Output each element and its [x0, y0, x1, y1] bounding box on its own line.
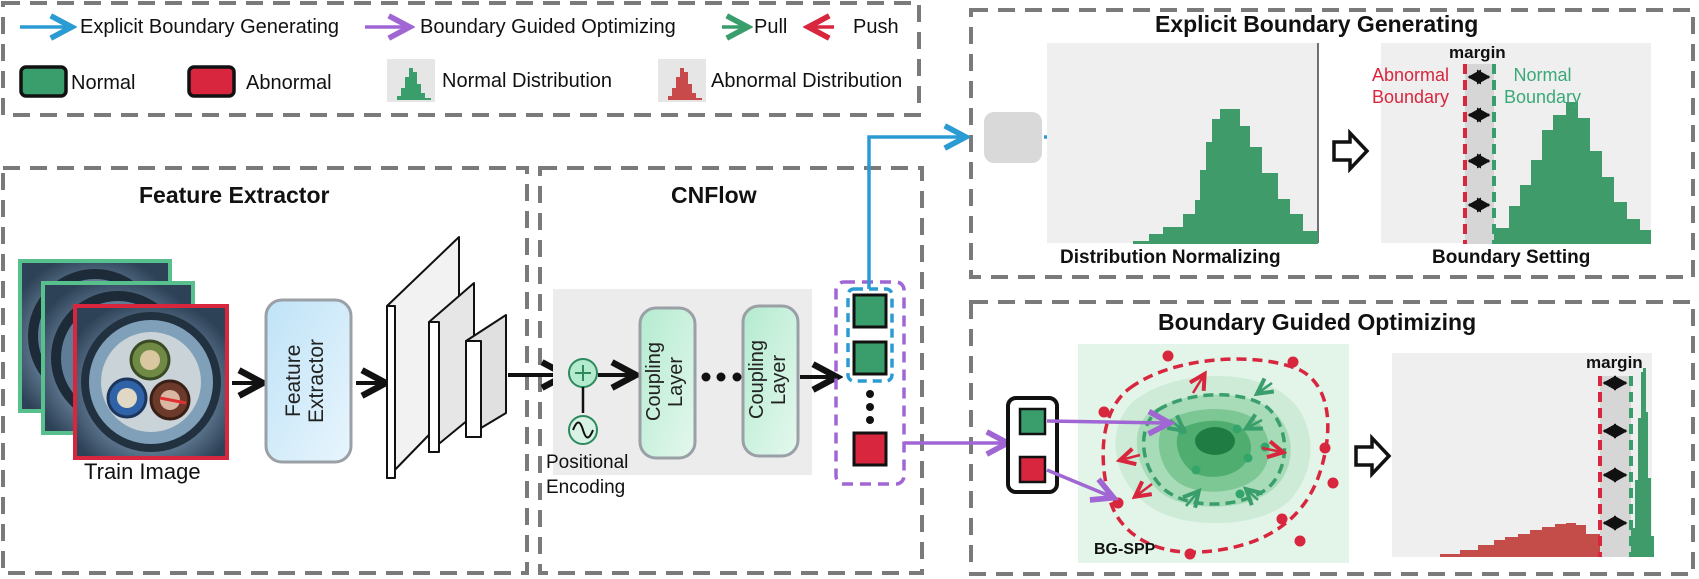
- legend-push: Push: [853, 16, 899, 38]
- pair-abnormal-feature: [1018, 455, 1047, 484]
- output-normal-feature-1: [852, 293, 888, 329]
- abnormal-square-icon: [187, 65, 236, 98]
- margin-label: margin: [1449, 43, 1506, 62]
- legend-panel: [1, 1, 921, 117]
- coupling-layer-2: [741, 304, 800, 458]
- legend-explicit-boundary-generating: Explicit Boundary Generating: [80, 16, 340, 38]
- feature-extractor-line2: Extractor: [305, 338, 329, 424]
- normal-boundary-line2: Boundary: [1504, 86, 1582, 107]
- boundary-setting-caption: Boundary Setting: [1432, 247, 1591, 268]
- normal-boundary-line1: Normal: [1513, 65, 1572, 85]
- distribution-normalizing-caption: Distribution Normalizing: [1060, 247, 1281, 268]
- legend-boundary-guided-optimizing: Boundary Guided Optimizing: [420, 16, 676, 38]
- abnormal-histogram: [1440, 523, 1600, 557]
- abnormal-boundary-line2: Boundary: [1372, 86, 1450, 107]
- train-image-caption: Train Image: [84, 459, 201, 484]
- abnormal-boundary-label: Abnormal Boundary: [1372, 65, 1449, 109]
- positional-line2: Encoding: [546, 476, 626, 498]
- hollow-arrow-icon-2: [1354, 433, 1392, 479]
- push-arrows: [1121, 375, 1282, 496]
- normal-histogram: [1631, 368, 1654, 557]
- pair-abnormal-to-space-arrow: [1046, 468, 1112, 497]
- feature-extractor-block: [264, 298, 353, 464]
- normalized-histogram: [1133, 109, 1318, 244]
- coupling-layer-2-line2: Layer: [768, 354, 790, 406]
- normal-square-icon: [19, 65, 68, 98]
- feature-extractor-title: Feature Extractor: [139, 182, 330, 208]
- optimized-margin-band: [1600, 376, 1631, 557]
- legend-abnormal: Abnormal: [246, 72, 332, 94]
- coupling-layer-1-line2: Layer: [665, 356, 687, 408]
- cnflow-title: CNFlow: [671, 182, 757, 208]
- train-image-stack: [18, 259, 229, 460]
- feature-extractor-block-label: Feature Extractor: [282, 318, 334, 444]
- boundary-histogram: [1494, 102, 1651, 244]
- positional-line1: Positional: [546, 452, 629, 473]
- normal-distribution-icon: [391, 68, 431, 100]
- cnflow-panel: [538, 166, 924, 575]
- abnormal-boundary-line1: Abnormal: [1372, 65, 1450, 85]
- normal-boundary-label: Normal Boundary: [1504, 65, 1581, 109]
- normal-boundary-contour: [1141, 393, 1287, 506]
- legend-normal-distribution: Normal Distribution: [442, 70, 613, 92]
- explicit-boundary-title: Explicit Boundary Generating: [1155, 11, 1479, 37]
- vertical-ellipsis: [866, 390, 874, 424]
- hollow-arrow-icon: [1332, 128, 1370, 174]
- pair-normal-to-space-arrow: [1046, 421, 1168, 423]
- coupling-layer-1-line1: Coupling: [643, 342, 665, 422]
- coupling-layer-2-line1: Coupling: [746, 340, 768, 420]
- optimized-margin-label: margin: [1586, 353, 1643, 372]
- bg-spp-label: BG-SPP: [1094, 541, 1156, 558]
- feature-maps: [386, 236, 507, 479]
- legend-abnormal-distribution: Abnormal Distribution: [711, 70, 903, 92]
- blue-route-arrow: [867, 137, 964, 289]
- legend-pull: Pull: [754, 16, 788, 38]
- feature-extractor-line1: Feature: [282, 344, 305, 418]
- feature-extractor-panel: [1, 166, 529, 575]
- feature-map-mid-face: [428, 321, 440, 453]
- coupling-layer-2-label: Coupling Layer: [746, 316, 796, 444]
- optimized-margin-arrows: [1602, 375, 1628, 531]
- boundary-guided-panel: [969, 300, 1695, 576]
- pair-normal-feature: [1018, 407, 1047, 436]
- output-abnormal-feature: [852, 431, 888, 467]
- margin-arrows: [1467, 69, 1491, 213]
- margin-band: [1465, 64, 1494, 244]
- legend: [19, 27, 834, 102]
- boundary-guided-title: Boundary Guided Optimizing: [1158, 309, 1477, 335]
- coupling-layer-1-label: Coupling Layer: [643, 318, 693, 446]
- ellipsis-dots: [701, 372, 742, 382]
- feature-map-small-face: [465, 340, 482, 438]
- normalizer-block: [984, 112, 1042, 163]
- feature-map-large-face: [386, 305, 396, 479]
- legend-normal: Normal: [71, 72, 136, 94]
- coupling-layer-1: [638, 306, 697, 460]
- explicit-boundary-panel: [969, 8, 1695, 279]
- density-core: [1195, 427, 1235, 455]
- abnormal-distribution-icon: [662, 68, 702, 100]
- output-normal-feature-2: [852, 340, 888, 376]
- positional-encoding-label: Positional Encoding: [546, 451, 628, 500]
